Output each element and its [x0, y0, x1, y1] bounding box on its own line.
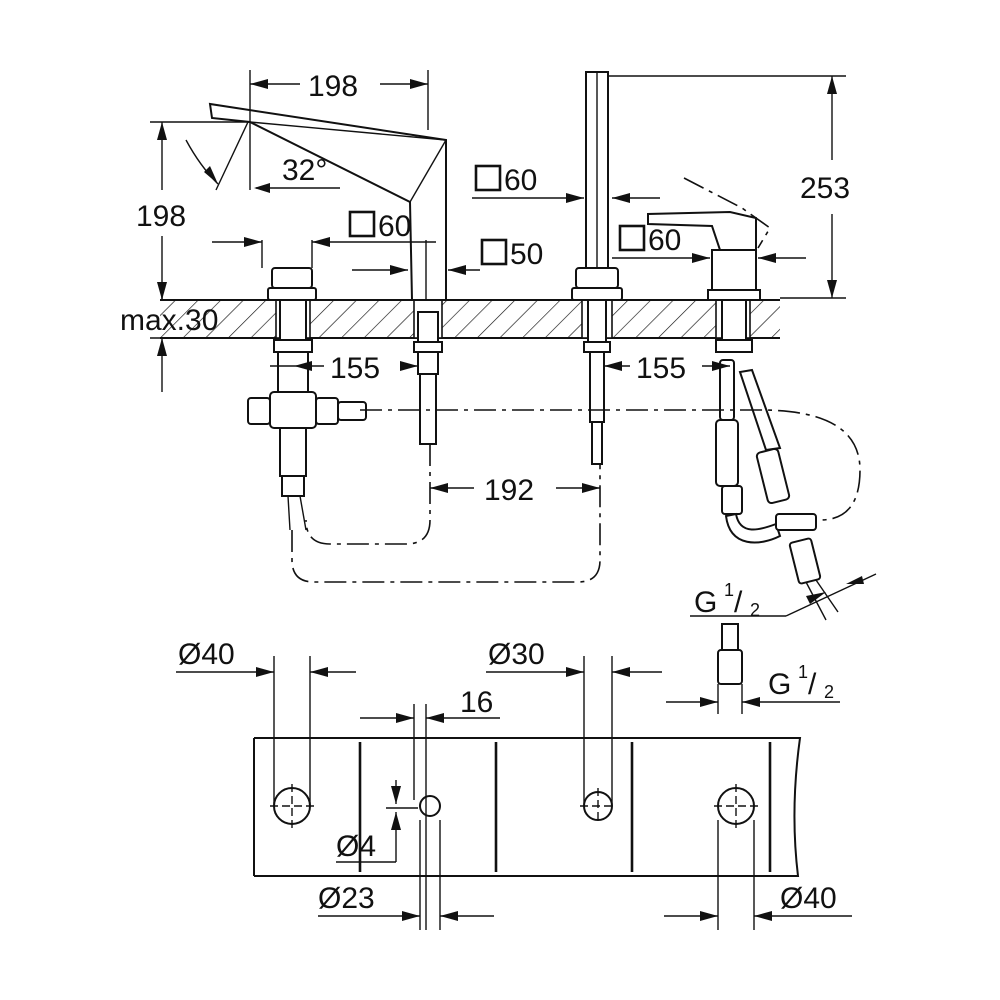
svg-text:G: G [768, 668, 791, 701]
square-icon [480, 238, 508, 266]
label-hole-left: Ø40 [178, 638, 235, 671]
label-spout-square: 60 [348, 210, 411, 243]
label-hole-right: Ø40 [780, 882, 837, 915]
label-total-height: 253 [800, 172, 850, 205]
label-shower-base-square: 50 [480, 238, 543, 271]
pipe-routing [291, 409, 861, 583]
dimension-labels: 198 198 32° 60 60 60 50 253 max.30 155 1… [120, 70, 850, 915]
dimension-lines-top [150, 70, 877, 617]
svg-text:60: 60 [504, 164, 537, 197]
top-view [176, 623, 852, 930]
svg-text:60: 60 [648, 224, 681, 257]
label-hole-center: Ø30 [488, 638, 545, 671]
svg-text:/: / [734, 586, 743, 619]
label-thread-upper: G 1 / 2 [694, 580, 760, 620]
label-shower-square: 60 [474, 164, 537, 197]
svg-text:60: 60 [378, 210, 411, 243]
label-handle-square: 60 [618, 224, 681, 257]
square-icon [348, 210, 376, 238]
label-spacing-left: 155 [330, 352, 380, 385]
left-valve [247, 267, 367, 531]
label-offset-small: 16 [460, 686, 493, 719]
label-spout-width: 198 [308, 70, 358, 103]
label-spout-height: 198 [136, 200, 186, 233]
hand-shower [571, 71, 623, 465]
svg-text:2: 2 [824, 682, 834, 702]
svg-text:G: G [694, 586, 717, 619]
label-counter-thickness: max.30 [120, 304, 218, 337]
label-hole-small: Ø23 [318, 882, 375, 915]
square-icon [618, 224, 646, 252]
label-spacing-center: 192 [484, 474, 534, 507]
svg-text:1: 1 [798, 662, 808, 682]
svg-text:50: 50 [510, 238, 543, 271]
square-icon [474, 164, 502, 192]
svg-text:1: 1 [724, 580, 734, 600]
label-spout-angle: 32° [282, 154, 327, 187]
countertop-section [160, 299, 780, 339]
spout [208, 102, 447, 445]
label-hole-pin: Ø4 [336, 830, 376, 863]
svg-text:/: / [808, 668, 817, 701]
label-spacing-right: 155 [636, 352, 686, 385]
label-thread-lower: G 1 / 2 [768, 662, 834, 702]
svg-text:2: 2 [750, 600, 760, 620]
